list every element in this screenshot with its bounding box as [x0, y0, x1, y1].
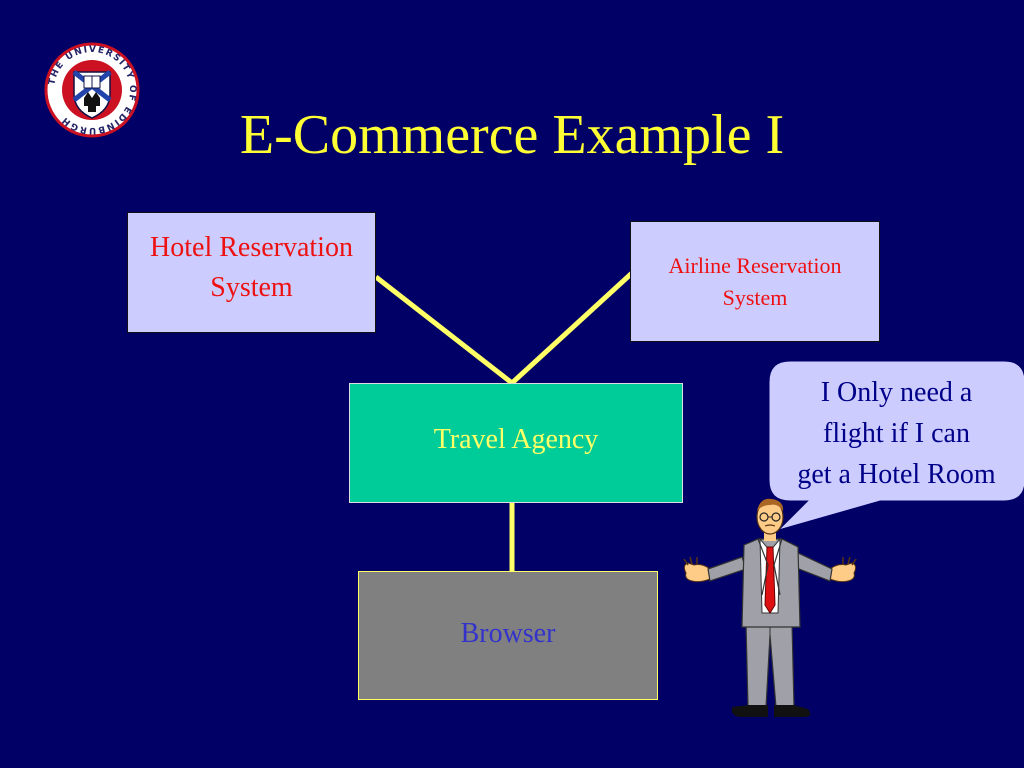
node-browser: Browser	[358, 571, 658, 700]
slide-title: E-Commerce Example I	[239, 104, 785, 166]
node-hotel-label: Hotel Reservation System	[150, 231, 353, 303]
edge-hotel-agency	[374, 275, 514, 385]
figure-left-hand	[683, 556, 711, 583]
university-crest-logo: THE UNIVERSITY OF EDINBURGH	[44, 42, 140, 138]
figure-left-shoe	[731, 705, 768, 717]
node-hotel-reservation-system: Hotel Reservation System	[127, 212, 376, 333]
figure-head	[756, 498, 784, 535]
figure-right-hand	[829, 556, 857, 583]
node-travel-agency: Travel Agency	[349, 383, 683, 503]
figure-trousers	[745, 622, 795, 708]
speech-bubble-text: I Only need a flight if I can get a Hote…	[797, 376, 996, 490]
speech-bubble-shape	[769, 361, 1024, 530]
node-agency-label: Travel Agency	[433, 424, 599, 455]
edge-airline-agency	[510, 271, 634, 385]
figure-right-shoe	[774, 705, 811, 717]
shrugging-businessman-icon	[683, 498, 857, 717]
node-airline-reservation-system: Airline Reservation System	[630, 221, 880, 342]
figure-tie	[764, 546, 776, 614]
node-airline-label: Airline Reservation System	[668, 252, 842, 310]
node-browser-label: Browser	[460, 617, 556, 649]
